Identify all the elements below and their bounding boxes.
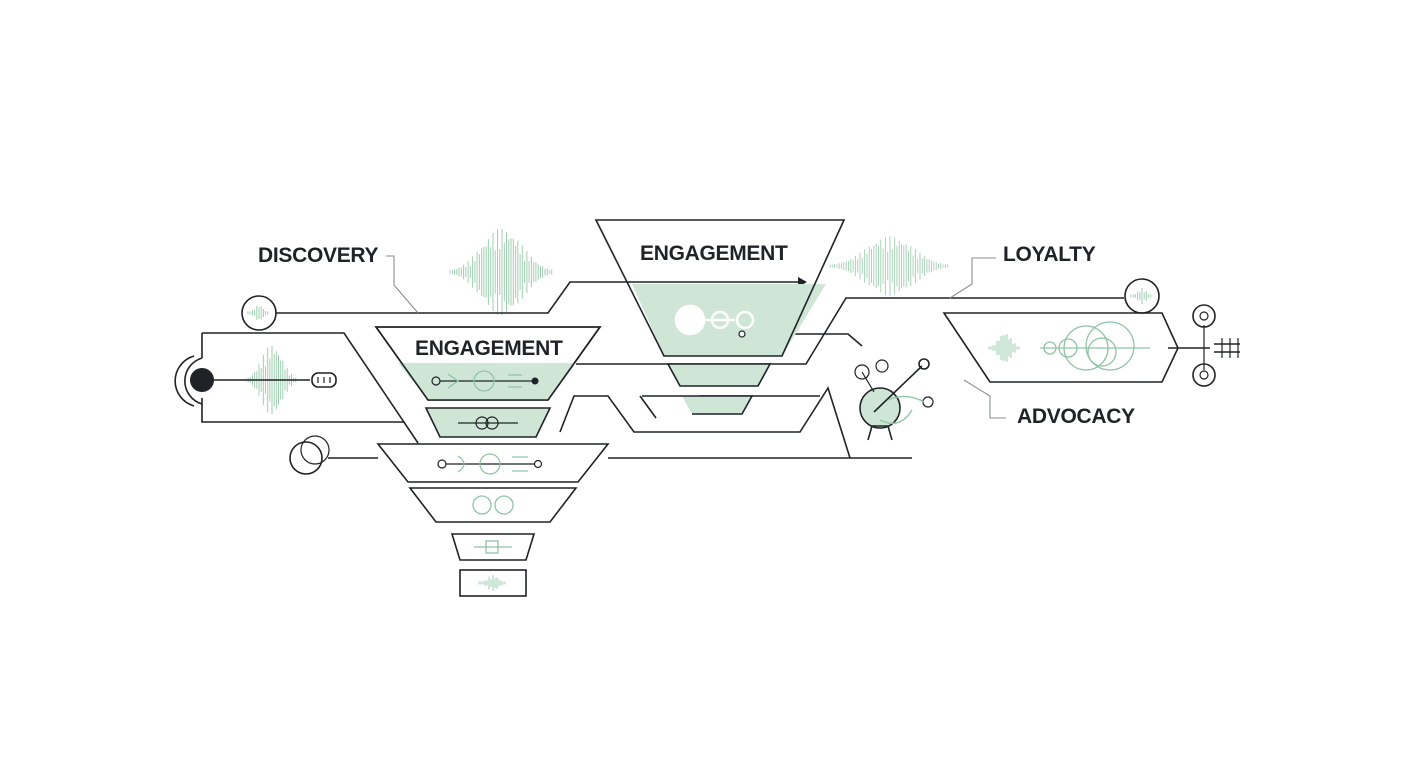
label-engagement-center: ENGAGEMENT — [640, 242, 788, 265]
waveform-icon — [449, 228, 553, 316]
tier-connector-icon — [437, 453, 543, 475]
waveform-icon — [478, 575, 506, 591]
center-funnel — [594, 219, 846, 415]
waveform-icon — [988, 334, 1020, 362]
microphone-icon — [854, 358, 934, 441]
guitar-icon — [1192, 304, 1240, 387]
start-node-icon — [174, 355, 310, 407]
right-box — [942, 312, 1179, 383]
waveform-icon — [829, 236, 949, 296]
node-circle-icon — [1124, 278, 1160, 314]
label-discovery: DISCOVERY — [258, 244, 379, 267]
label-advocacy: ADVOCACY — [1017, 405, 1135, 428]
link-chain-icon — [674, 304, 755, 338]
guitar-icon — [311, 372, 337, 388]
link-chain-icon — [289, 435, 330, 475]
node-circle-icon — [241, 295, 277, 331]
node-circle-icon — [472, 495, 514, 515]
link-chain-icon — [458, 416, 518, 430]
link-chain-icon — [1040, 321, 1150, 371]
left-funnel — [374, 326, 610, 597]
label-engagement-left: ENGAGEMENT — [415, 337, 563, 360]
waveform-icon — [1130, 288, 1152, 304]
label-loyalty: LOYALTY — [1003, 243, 1096, 266]
tier-connector-icon — [431, 370, 539, 392]
waveform-icon — [247, 306, 269, 320]
connector-icon — [474, 540, 512, 554]
